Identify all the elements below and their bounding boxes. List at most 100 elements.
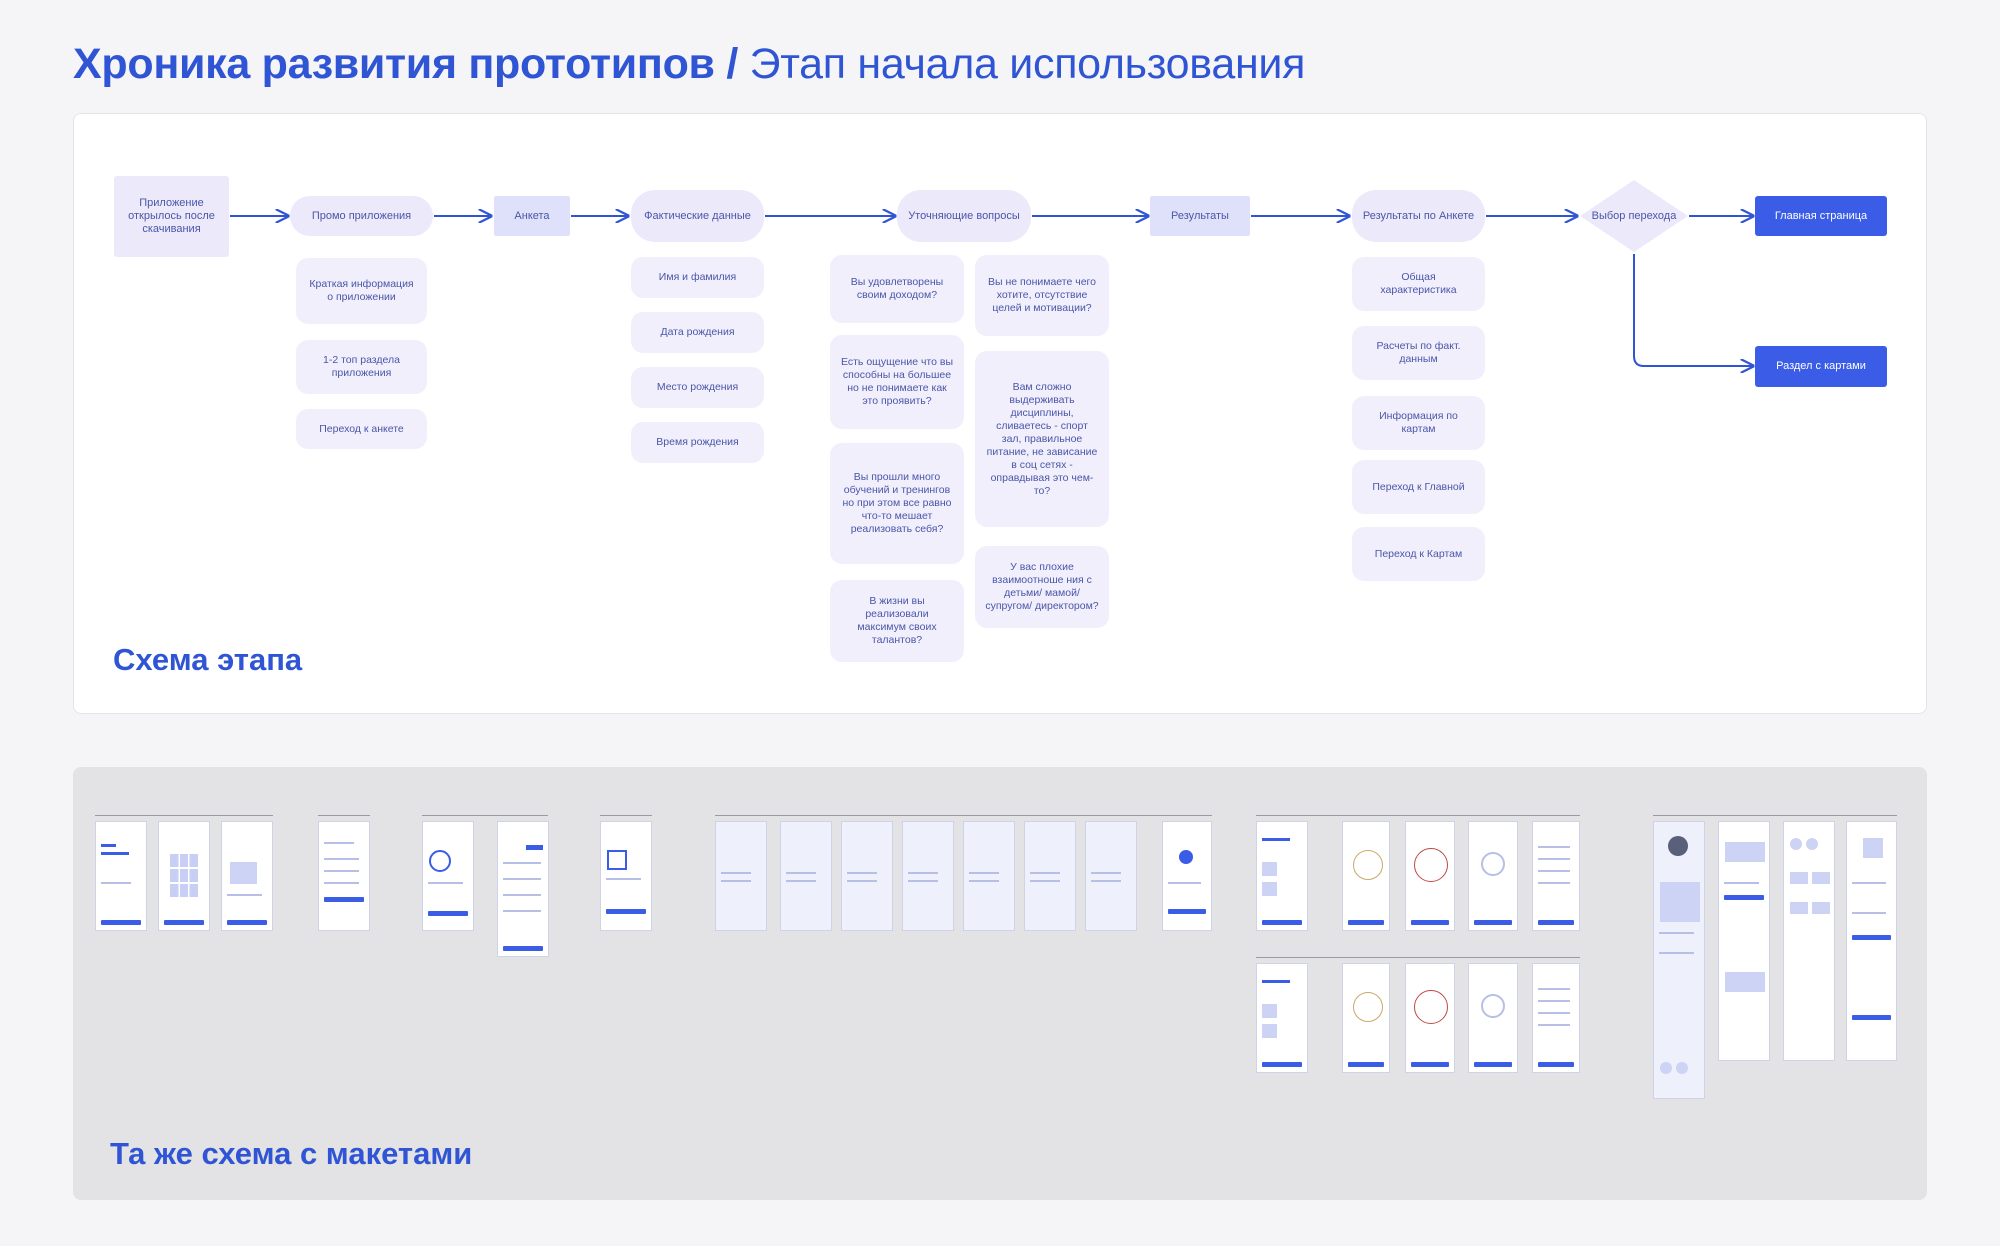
mk-line (1167, 882, 1202, 884)
mockup-screen (1783, 821, 1835, 1061)
gauge (1481, 994, 1505, 1018)
section-line (318, 815, 370, 816)
section-line (422, 815, 548, 816)
mk-button (1262, 920, 1302, 925)
mk-line (969, 880, 999, 882)
mk-button (1537, 1062, 1575, 1067)
mk-image (229, 862, 257, 884)
mk-line (503, 878, 541, 880)
result-item-label: Переход к Главной (1372, 480, 1465, 493)
mockup-screen (902, 821, 954, 931)
mk-button (606, 909, 646, 914)
mockup-screen (841, 821, 893, 931)
mockup-screen (600, 821, 652, 931)
mk-line (324, 882, 359, 884)
flow-promo-node: Промо приложения (290, 196, 433, 236)
flow-anketa-node: Анкета (494, 196, 570, 236)
flow-results-label: Результаты (1171, 209, 1229, 222)
mockup-screen (1342, 821, 1390, 931)
question-item-label: Есть ощущение что вы способны на большее… (840, 356, 953, 407)
question-item-label: Вы прошли много обучений и тренингов но … (842, 471, 952, 535)
flow-anketa-label: Анкета (514, 209, 550, 222)
mk-line (503, 894, 541, 896)
mk-line (1537, 870, 1570, 872)
question-item-label: Вам сложно выдерживать дисциплины, слива… (986, 380, 1098, 497)
title-light: Этап начала использования (749, 40, 1306, 88)
mk-line (1030, 872, 1060, 874)
scheme-panel-title: Схема этапа (113, 642, 303, 677)
mk-button (1347, 920, 1385, 925)
fact-item-label: Место рождения (656, 381, 739, 393)
mk-line (721, 880, 751, 882)
mk-image (1262, 1024, 1277, 1038)
mk-button (1851, 1015, 1892, 1020)
flow-facts-label: Фактические данные (644, 209, 751, 222)
mk-dot (1790, 838, 1802, 850)
page-title: Хроника развития прототипов / Этап начал… (73, 38, 1305, 90)
question-item-label: В жизни вы реализовали максимум своих та… (857, 595, 937, 646)
mk-card (1790, 872, 1808, 884)
mk-title (1262, 838, 1290, 841)
promo-item-label: Переход к анкете (319, 422, 404, 435)
mk-image (1262, 1004, 1277, 1018)
mk-line (786, 872, 816, 874)
mk-card (1790, 902, 1808, 914)
flow-questions-node: Уточняющие вопросы (897, 190, 1031, 242)
mockup-screen (715, 821, 767, 931)
mk-line (1030, 880, 1060, 882)
mockup-screen (780, 821, 832, 931)
mk-card (1812, 902, 1830, 914)
mockup-screen (1532, 963, 1580, 1073)
mk-image (1262, 862, 1277, 876)
result-item-label: Общая характеристика (1380, 271, 1457, 296)
mk-button (1262, 1062, 1302, 1067)
mockup-screen (318, 821, 370, 931)
question-item-label: У вас плохие взаимоотноше ния с детьми/ … (985, 561, 1099, 612)
mk-dot (1660, 1062, 1672, 1074)
mockup-screen (1846, 821, 1897, 1061)
flow-choice-label: Выбор перехода (1591, 210, 1677, 222)
mockup-screen (1468, 963, 1518, 1073)
mk-line (1537, 1024, 1570, 1026)
mk-line (1537, 846, 1570, 848)
mockup-screen (1532, 821, 1580, 931)
mk-dot (1806, 838, 1818, 850)
mk-card (1812, 872, 1830, 884)
wheel-chart (1353, 992, 1383, 1022)
mockup-screen (963, 821, 1015, 931)
mk-button (1473, 920, 1513, 925)
section-line (1653, 815, 1897, 816)
mk-button (1851, 935, 1892, 940)
mk-button (1724, 895, 1764, 900)
flow-start-node: Приложение открылось после скачивания (114, 176, 229, 257)
mk-card (1725, 972, 1765, 992)
mk-line (1659, 952, 1694, 954)
flow-questions-label: Уточняющие вопросы (908, 209, 1020, 222)
mk-line (1724, 882, 1759, 884)
result-item: Расчеты по факт. данным (1352, 326, 1485, 380)
mockup-screen (95, 821, 147, 931)
mockup-screen (1256, 963, 1308, 1073)
question-item-label: Вы удовлетворены своим доходом? (850, 276, 944, 301)
mk-button (428, 911, 468, 916)
mk-line (1659, 932, 1694, 934)
mk-button (503, 946, 543, 951)
promo-item-label: Краткая информация о приложении (309, 278, 414, 303)
question-item: Вы не понимаете чего хотите, отсутствие … (975, 255, 1109, 336)
gauge (1481, 852, 1505, 876)
fact-item: Дата рождения (631, 312, 764, 353)
fact-item: Место рождения (631, 367, 764, 408)
mockup-screen (1718, 821, 1770, 1061)
mk-line (786, 880, 816, 882)
mk-button (227, 920, 267, 925)
flow-results-node: Результаты (1150, 196, 1250, 236)
mk-line (503, 862, 541, 864)
wheel-chart (1414, 990, 1448, 1024)
title-bold: Хроника развития прототипов / (73, 40, 738, 88)
flow-main-page-node: Главная страница (1755, 196, 1887, 236)
mockups-panel-title: Та же схема с макетами (110, 1136, 473, 1171)
flow-cards-section-label: Раздел с картами (1776, 360, 1866, 372)
mk-line (1851, 912, 1887, 914)
mk-button (324, 897, 364, 902)
mk-line (227, 894, 262, 896)
